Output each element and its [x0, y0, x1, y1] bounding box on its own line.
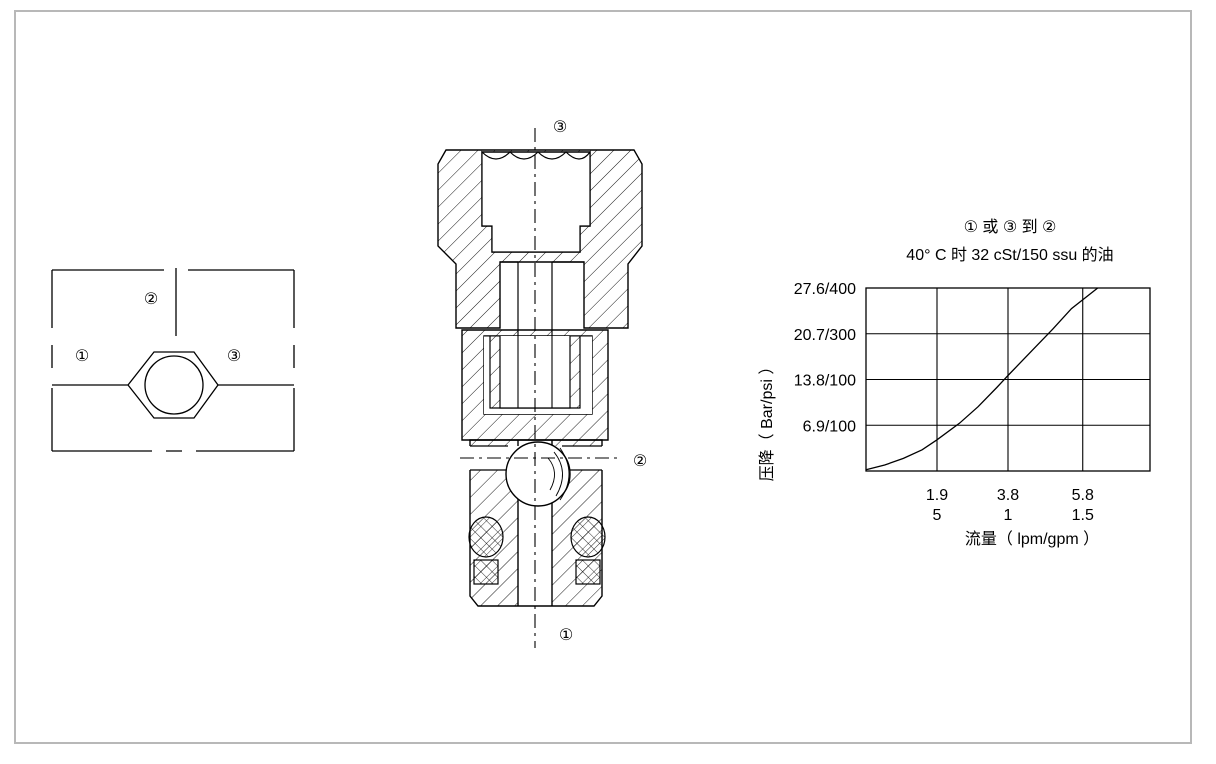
symbol-port-1-label: ①	[75, 348, 89, 365]
symbol-port-2-label: ②	[144, 291, 158, 308]
chart-title: ① 或 ③ 到 ②	[964, 218, 1057, 236]
chart-subtitle: 40° C 时 32 cSt/150 ssu 的油	[906, 246, 1113, 264]
check-diamond	[52, 351, 219, 419]
section-port-1-label: ①	[559, 627, 573, 644]
section-port-2-label: ②	[633, 453, 647, 470]
check-ball-symbol	[144, 355, 204, 415]
o-ring-right	[570, 516, 606, 558]
symbol-port-3-label: ③	[227, 348, 241, 365]
check-ball	[505, 441, 571, 507]
o-ring-left	[468, 516, 504, 558]
x-axis-label: 流量（ lpm/gpm ）	[965, 530, 1099, 548]
x-tick-label-lpm: 1.9	[926, 487, 948, 504]
valve-symbol	[51, 268, 295, 452]
y-axis-label: 压降（ Bar/psi ）	[758, 359, 776, 482]
pressure-drop-chart: ① 或 ③ 到 ② 40° C 时 32 cSt/150 ssu 的油 1.9 5…	[758, 218, 1151, 548]
drawing-frame	[14, 10, 1192, 744]
section-port-3-label: ③	[553, 119, 567, 136]
x-tick-label-gpm: 1.5	[1072, 507, 1094, 524]
backup-ring-left	[473, 559, 499, 585]
x-tick-label-gpm: 5	[933, 507, 942, 524]
y-tick-label: 27.6/400	[794, 281, 856, 298]
y-tick-label: 6.9/100	[803, 418, 856, 435]
y-tick-label: 20.7/300	[794, 327, 856, 344]
x-tick-label-lpm: 5.8	[1072, 487, 1094, 504]
x-tick-label-lpm: 3.8	[997, 487, 1019, 504]
x-tick-label-gpm: 1	[1004, 507, 1013, 524]
y-tick-label: 13.8/100	[794, 373, 856, 390]
valve-cross-section	[437, 128, 643, 648]
backup-ring-right	[575, 559, 601, 585]
pressure-drop-curve	[865, 287, 1099, 471]
